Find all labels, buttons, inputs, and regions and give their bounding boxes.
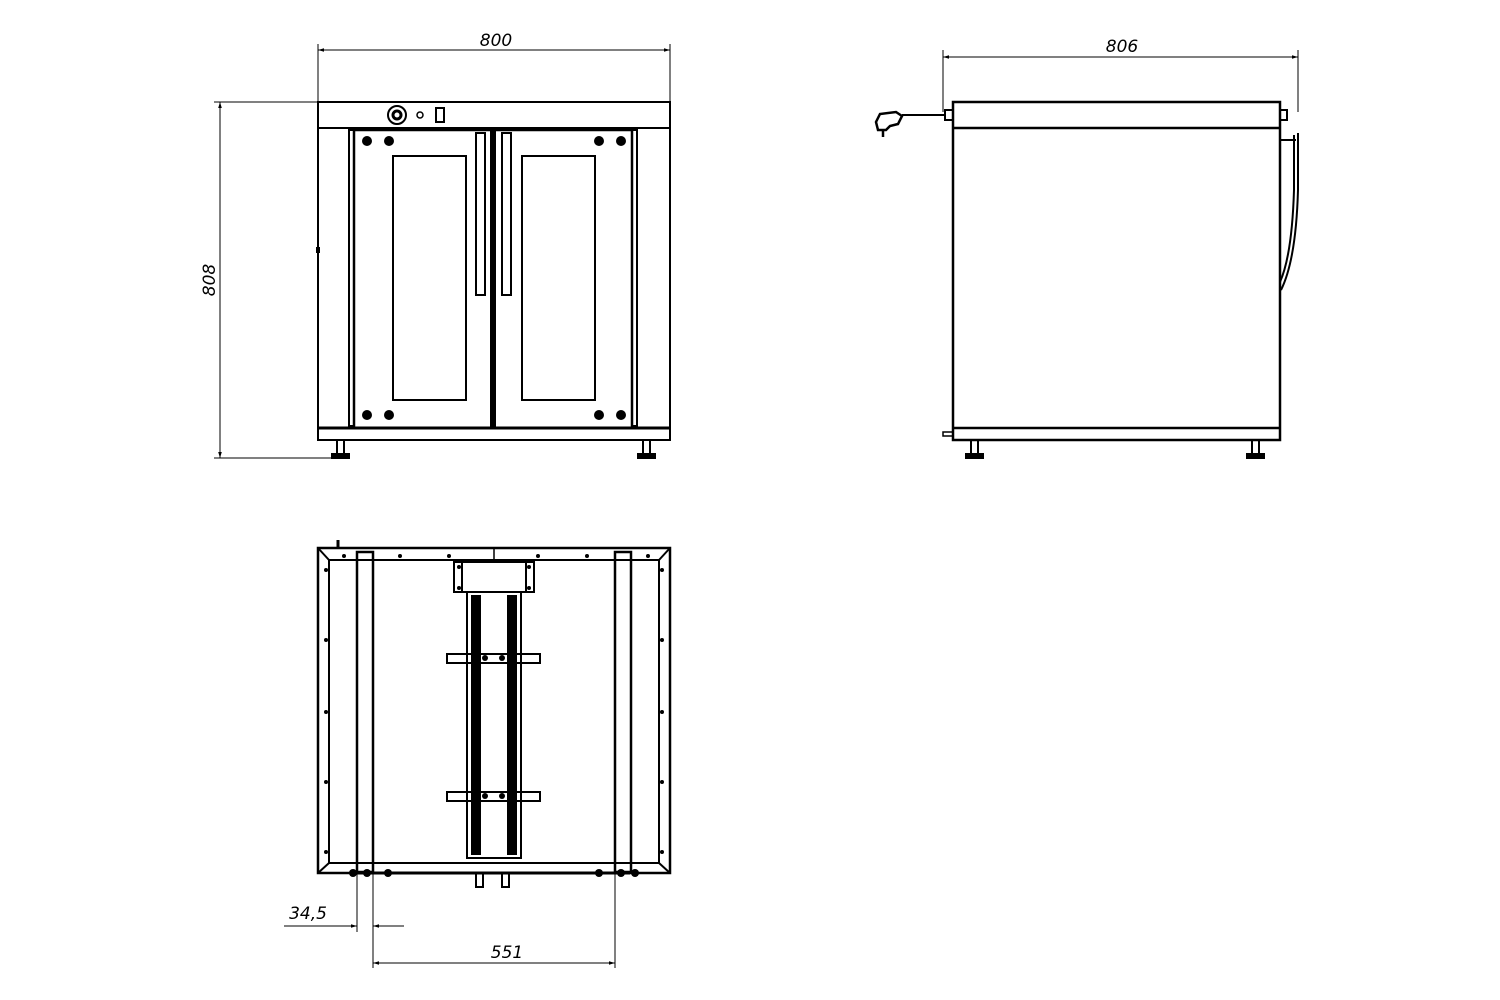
front-view: 800 808 bbox=[200, 31, 671, 459]
dimension-height-808: 808 bbox=[200, 101, 335, 459]
cabinet-front bbox=[316, 101, 671, 459]
dimension-span-551: 551 bbox=[373, 873, 616, 968]
left-rail bbox=[355, 550, 375, 874]
cabinet-side bbox=[874, 100, 1299, 459]
fan-motor-assembly bbox=[446, 561, 541, 859]
right-rail bbox=[613, 550, 633, 874]
door-handle bbox=[475, 132, 486, 296]
dimension-label-offset: 34,5 bbox=[289, 904, 327, 924]
dimension-label-depth: 806 bbox=[1106, 37, 1139, 57]
left-door bbox=[362, 132, 486, 420]
power-plug-icon bbox=[874, 110, 945, 137]
right-door bbox=[501, 132, 626, 420]
control-knob-icon bbox=[387, 105, 407, 125]
dimension-label-width: 800 bbox=[480, 31, 512, 51]
adjustable-feet bbox=[331, 439, 656, 459]
adjustable-feet bbox=[965, 439, 1265, 459]
dimension-offset-34-5: 34,5 bbox=[284, 873, 404, 968]
side-view: 806 bbox=[874, 37, 1299, 459]
dimension-depth-806: 806 bbox=[942, 37, 1299, 112]
indicator-light-icon bbox=[416, 111, 424, 119]
dimension-label-height: 808 bbox=[200, 264, 220, 297]
cabinet-plan bbox=[316, 540, 672, 888]
dimension-label-span: 551 bbox=[491, 943, 523, 963]
door-handle bbox=[501, 132, 512, 296]
dimension-width-800: 800 bbox=[317, 31, 671, 102]
plan-view: 34,5 551 bbox=[284, 540, 672, 968]
power-switch-icon bbox=[435, 107, 445, 123]
